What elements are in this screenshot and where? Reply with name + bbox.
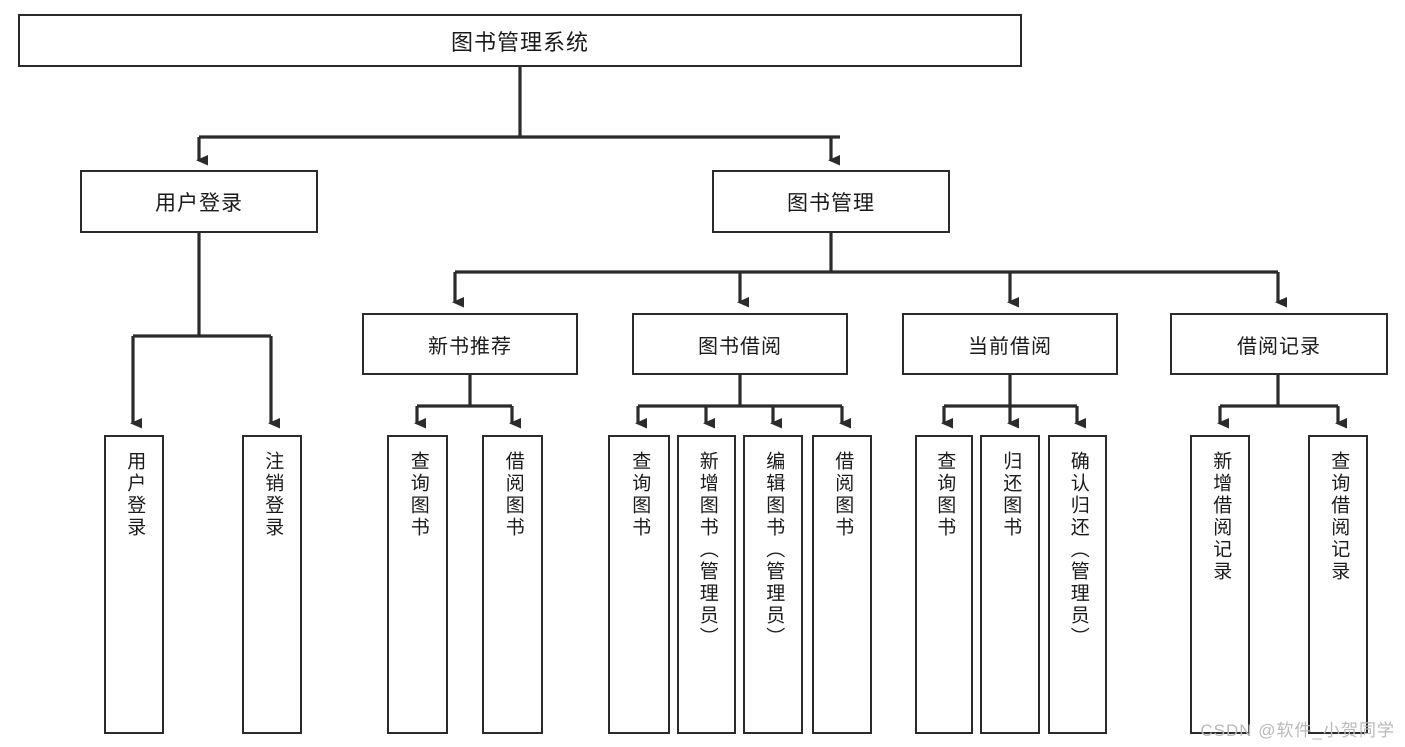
node-leaf-borrow-book-1-label: 借阅图书 [502,451,524,539]
node-leaf-user-logout[interactable]: 注销登录 [242,435,302,734]
watermark: CSDN @软件_小贺同学 [1200,721,1395,740]
node-root-label: 图书管理系统 [450,29,589,55]
node-leaf-query-book-2[interactable]: 查询图书 [608,435,670,734]
node-current-borrow-label: 当前借阅 [968,335,1052,358]
node-leaf-borrow-book-1[interactable]: 借阅图书 [482,435,543,734]
node-leaf-user-login-label: 用户登录 [124,451,146,539]
node-leaf-user-login[interactable]: 用户登录 [104,435,164,734]
node-leaf-edit-book-label: 编辑图书（管理员） [763,451,785,649]
node-leaf-borrow-book-2[interactable]: 借阅图书 [812,435,872,734]
node-leaf-add-record[interactable]: 新增借阅记录 [1190,435,1250,734]
node-borrow-record[interactable]: 借阅记录 [1170,313,1388,375]
node-book-borrow[interactable]: 图书借阅 [632,313,848,375]
node-user-login[interactable]: 用户登录 [80,170,318,233]
node-leaf-query-record[interactable]: 查询借阅记录 [1308,435,1368,734]
node-leaf-query-book-3[interactable]: 查询图书 [915,435,973,734]
node-book-manage[interactable]: 图书管理 [712,170,950,233]
node-book-manage-label: 图书管理 [787,191,875,215]
node-leaf-add-book[interactable]: 新增图书（管理员） [677,435,736,734]
node-new-book-recommend[interactable]: 新书推荐 [362,313,578,375]
node-root[interactable]: 图书管理系统 [18,14,1022,67]
node-leaf-edit-book[interactable]: 编辑图书（管理员） [743,435,803,734]
node-leaf-query-book-2-label: 查询图书 [629,451,651,539]
node-leaf-user-logout-label: 注销登录 [262,451,284,539]
node-leaf-query-book-1-label: 查询图书 [407,451,429,539]
node-leaf-borrow-book-2-label: 借阅图书 [832,451,854,539]
node-leaf-confirm-return[interactable]: 确认归还（管理员） [1048,435,1107,734]
node-leaf-return-book[interactable]: 归还图书 [980,435,1040,734]
node-leaf-confirm-return-label: 确认归还（管理员） [1067,451,1089,649]
node-leaf-query-record-label: 查询借阅记录 [1328,451,1350,583]
node-new-book-recommend-label: 新书推荐 [428,335,512,358]
node-leaf-query-book-1[interactable]: 查询图书 [387,435,448,734]
node-borrow-record-label: 借阅记录 [1237,335,1321,358]
node-current-borrow[interactable]: 当前借阅 [902,313,1118,375]
node-leaf-add-record-label: 新增借阅记录 [1210,451,1232,583]
node-book-borrow-label: 图书借阅 [698,335,782,358]
node-user-login-label: 用户登录 [155,191,243,215]
node-leaf-return-book-label: 归还图书 [1000,451,1022,539]
node-leaf-query-book-3-label: 查询图书 [934,451,956,539]
node-leaf-add-book-label: 新增图书（管理员） [696,451,718,649]
